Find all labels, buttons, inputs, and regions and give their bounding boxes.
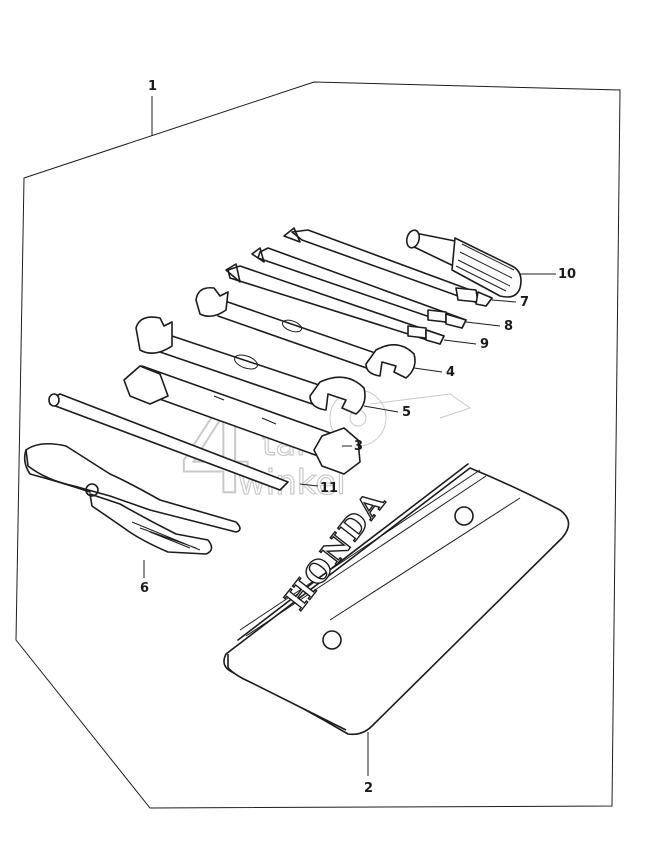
- screwdriver-handle: [405, 229, 522, 298]
- plug-socket-wrench: [123, 365, 361, 475]
- callout-10: 10: [558, 267, 576, 282]
- callout-8: 8: [504, 319, 513, 334]
- kit-boundary: [15, 81, 621, 809]
- callout-1: 1: [148, 79, 157, 94]
- callout-3: 3: [354, 439, 363, 454]
- callout-5: 5: [402, 405, 411, 420]
- flat-screwdriver-bit: [225, 263, 445, 345]
- callout-7: 7: [520, 295, 529, 310]
- callout-labels: 1 2 3 4 5 6 7 8 9 10 11: [140, 79, 576, 796]
- callout-11: 11: [320, 481, 338, 496]
- small-phillips-screwdriver-bit: [251, 247, 467, 329]
- callout-4: 4: [446, 365, 455, 380]
- tool-bag: HONDA: [223, 463, 570, 736]
- phillips-screwdriver-bit: [283, 227, 493, 307]
- callout-9: 9: [480, 337, 489, 352]
- tommy-bar: [48, 393, 289, 491]
- small-open-end-wrench: [195, 286, 416, 379]
- large-open-end-wrench: [135, 316, 366, 415]
- leader-lines: [143, 96, 556, 776]
- callout-2: 2: [364, 781, 373, 796]
- callout-6: 6: [140, 581, 149, 596]
- pliers: [23, 442, 241, 555]
